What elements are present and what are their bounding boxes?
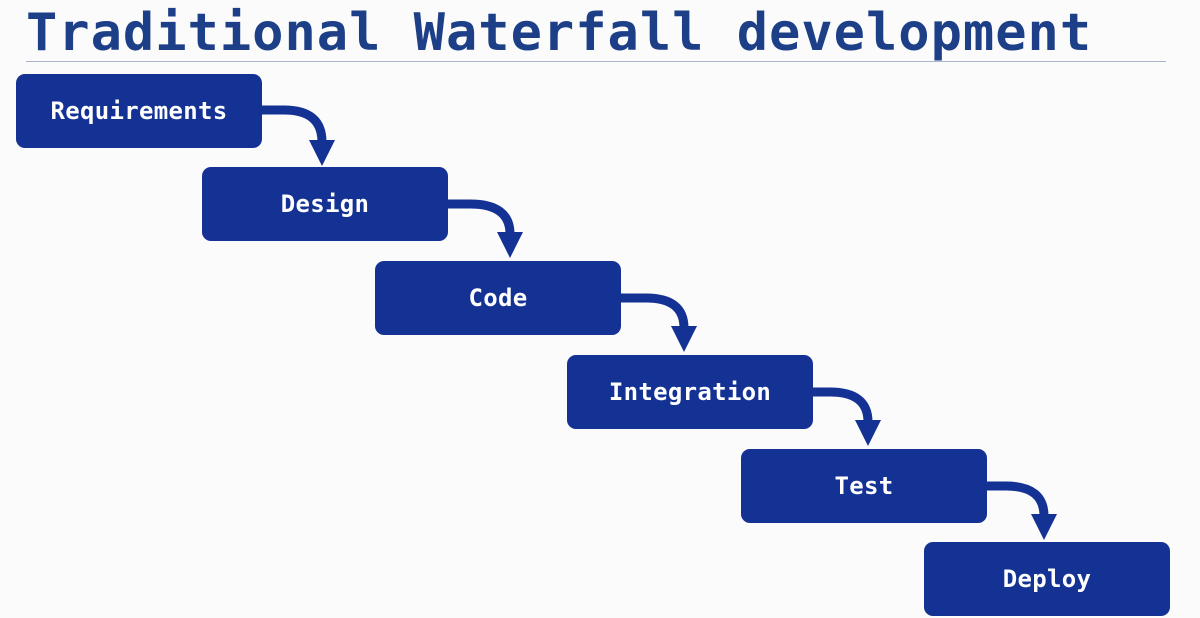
arrow-code-to-integration [618,293,689,329]
arrowhead-design [309,140,335,166]
step-requirements: Requirements [16,74,262,148]
step-deploy: Deploy [924,542,1170,616]
step-design: Design [202,167,448,241]
step-code: Code [375,261,621,335]
arrow-design-to-code [446,199,515,235]
step-integration: Integration [567,355,813,429]
page-title: Traditional Waterfall development [26,3,1093,63]
arrowhead-deploy [1031,514,1057,540]
arrowhead-code [497,232,523,258]
arrow-integration-to-test [810,387,873,423]
step-test: Test [741,449,987,523]
arrowhead-integration [671,326,697,352]
arrow-requirements-to-design [260,105,327,143]
arrowhead-test [855,420,881,446]
arrow-test-to-deploy [986,481,1049,517]
title-divider [26,61,1166,62]
